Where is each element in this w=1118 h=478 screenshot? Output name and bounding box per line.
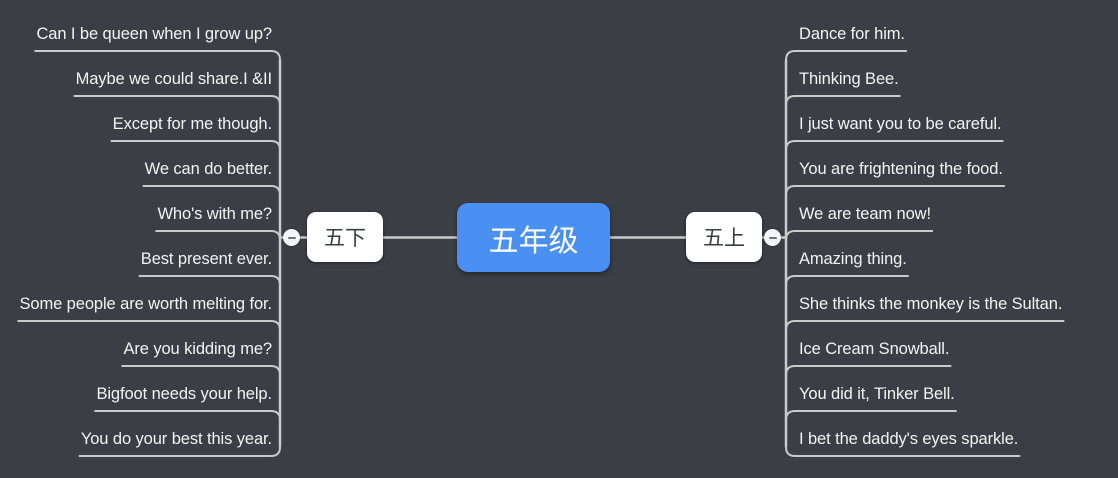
collapse-toggle-left[interactable] <box>283 229 300 246</box>
leaf-node[interactable]: Best present ever. <box>140 250 272 268</box>
branch-node-right-label: 五上 <box>703 227 745 250</box>
leaf-node[interactable]: We are team now! <box>799 205 931 223</box>
connector-path <box>785 275 909 286</box>
connector-path <box>17 320 281 331</box>
connector-path <box>94 410 281 421</box>
connector-path <box>138 275 281 286</box>
leaf-node[interactable]: You do your best this year. <box>80 430 272 448</box>
leaf-node[interactable]: Can I be queen when I grow up? <box>36 25 272 43</box>
leaf-node[interactable]: I bet the daddy's eyes sparkle. <box>799 430 1019 448</box>
branch-node-left-label: 五下 <box>324 227 366 250</box>
branch-node-left[interactable]: 五下 <box>307 212 383 262</box>
leaf-node[interactable]: She thinks the monkey is the Sultan. <box>799 295 1063 313</box>
connector-path <box>155 230 281 241</box>
leaf-node[interactable]: Some people are worth melting for. <box>19 295 273 313</box>
leaf-node[interactable]: You did it, Tinker Bell. <box>799 385 955 403</box>
connector-path <box>785 230 933 241</box>
connector-path <box>785 95 901 106</box>
connector-path <box>121 365 281 376</box>
connector-path <box>785 185 1005 196</box>
leaf-node[interactable]: We can do better. <box>144 160 272 178</box>
leaf-node[interactable]: Dance for him. <box>799 25 905 43</box>
leaf-node[interactable]: Bigfoot needs your help. <box>96 385 272 403</box>
connector-path <box>785 320 1065 331</box>
branch-node-right[interactable]: 五上 <box>686 212 762 262</box>
collapse-toggle-right[interactable] <box>764 229 781 246</box>
connector-path <box>34 50 281 61</box>
leaf-node[interactable]: You are frightening the food. <box>799 160 1003 178</box>
leaf-node[interactable]: Thinking Bee. <box>799 70 899 88</box>
connector-path <box>785 365 952 376</box>
root-node[interactable]: 五年级 <box>457 203 610 272</box>
connector-path <box>785 410 957 421</box>
leaf-node[interactable]: Are you kidding me? <box>123 340 272 358</box>
leaf-node[interactable]: Amazing thing. <box>799 250 907 268</box>
root-node-label: 五年级 <box>488 224 579 258</box>
leaf-node[interactable]: Ice Cream Snowball. <box>799 340 950 358</box>
connector-path <box>785 140 1004 151</box>
leaf-node[interactable]: Except for me though. <box>112 115 272 133</box>
leaf-node[interactable]: Maybe we could share.I &II <box>75 70 273 88</box>
connector-path <box>110 140 281 151</box>
connector-path <box>73 95 281 106</box>
leaf-node[interactable]: Who's with me? <box>157 205 272 223</box>
leaf-node[interactable]: I just want you to be careful. <box>799 115 1002 133</box>
connector-path <box>785 50 907 61</box>
connector-path <box>142 185 281 196</box>
